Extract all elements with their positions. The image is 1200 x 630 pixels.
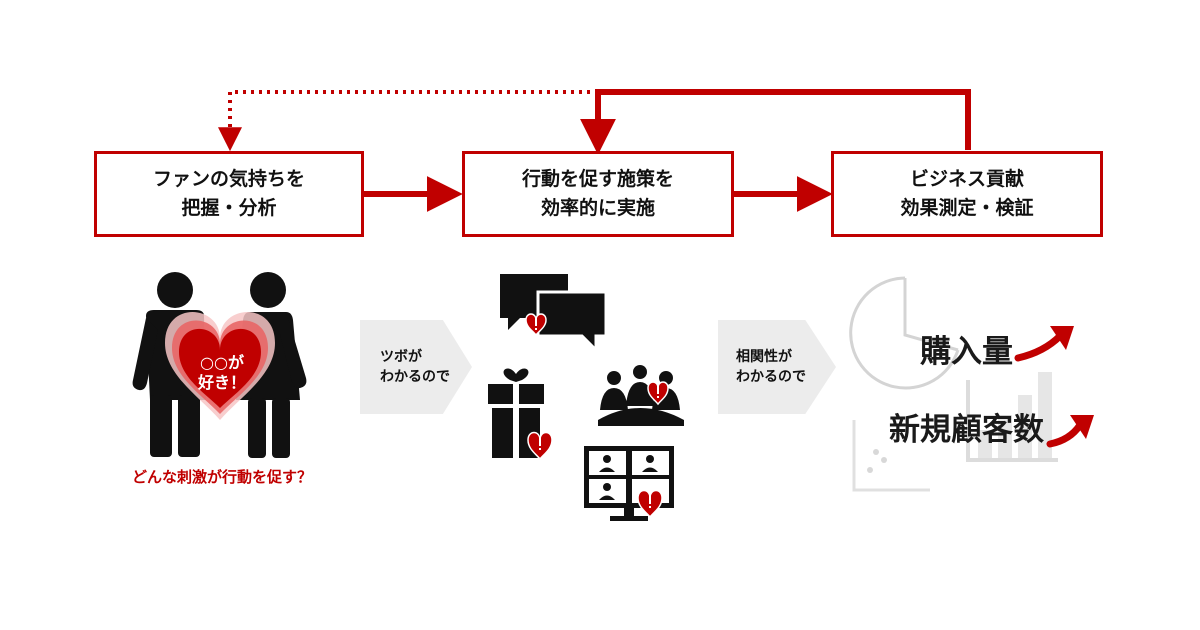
- trend-up-arrow-icon: [1046, 415, 1094, 448]
- step-box-execute-line2: 効率的に実施: [540, 197, 655, 219]
- community-icon: [598, 365, 684, 426]
- gift-box-icon: [488, 368, 553, 461]
- heart-label-line1: ○○が: [200, 353, 244, 372]
- feedback-dotted-arrow: [218, 90, 598, 152]
- fan-question-caption: どんな刺激が行動を促す？: [132, 468, 313, 486]
- step-box-analyze-line2: 把握・分析: [181, 197, 277, 219]
- step-box-measure: ビジネス貢献 効果測定・検証: [831, 151, 1103, 237]
- video-meeting-icon: [584, 446, 674, 521]
- transition-chevron-1-line2: わかるので: [380, 369, 450, 385]
- step-box-analyze: ファンの気持ちを 把握・分析: [94, 151, 364, 237]
- metric-purchase-volume: 購入量: [920, 334, 1013, 370]
- trend-up-arrow-icon: [1014, 326, 1074, 362]
- step-box-analyze-line1: ファンの気持ちを: [152, 168, 305, 190]
- transition-chevron-2-line2: わかるので: [736, 369, 806, 385]
- step-box-measure-line1: ビジネス貢献: [909, 168, 1024, 190]
- step-box-execute: 行動を促す施策を 効率的に実施: [462, 151, 734, 237]
- transition-chevron-1-line1: ツボが: [380, 349, 422, 365]
- transition-chevron-2-line1: 相関性が: [736, 349, 792, 365]
- feedback-solid-arrow: [580, 89, 971, 155]
- step-box-execute-line1: 行動を促す施策を: [521, 168, 674, 190]
- step-box-measure-line2: 効果測定・検証: [900, 197, 1034, 219]
- heart-label-line2: 好き！: [197, 373, 246, 392]
- metric-new-customers: 新規顧客数: [889, 412, 1044, 448]
- heart-label: ○○が 好き！: [182, 353, 262, 393]
- chat-bubbles-icon: [500, 274, 608, 354]
